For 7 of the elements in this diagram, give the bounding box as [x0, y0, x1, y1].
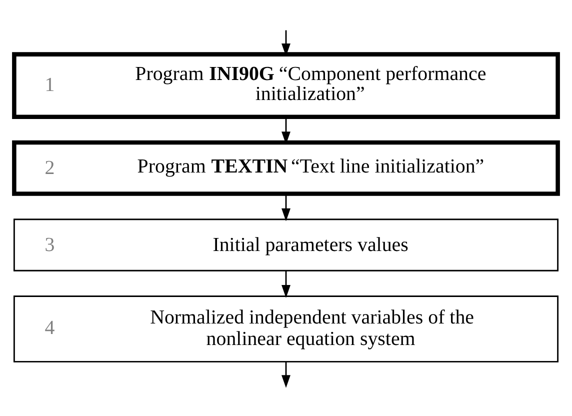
node-box: 3 Initial parameters values	[13, 218, 559, 272]
arrow	[282, 362, 290, 388]
arrow	[282, 194, 290, 222]
arrow	[282, 270, 290, 298]
node-box: 4 Normalized independent variables of the nonlinear equation system	[13, 296, 559, 362]
node-box: 2 Program TEXTIN “Text line initialization”	[12, 140, 560, 196]
node-box: 1 Program INI90G “Component performance initialization”	[12, 52, 560, 120]
